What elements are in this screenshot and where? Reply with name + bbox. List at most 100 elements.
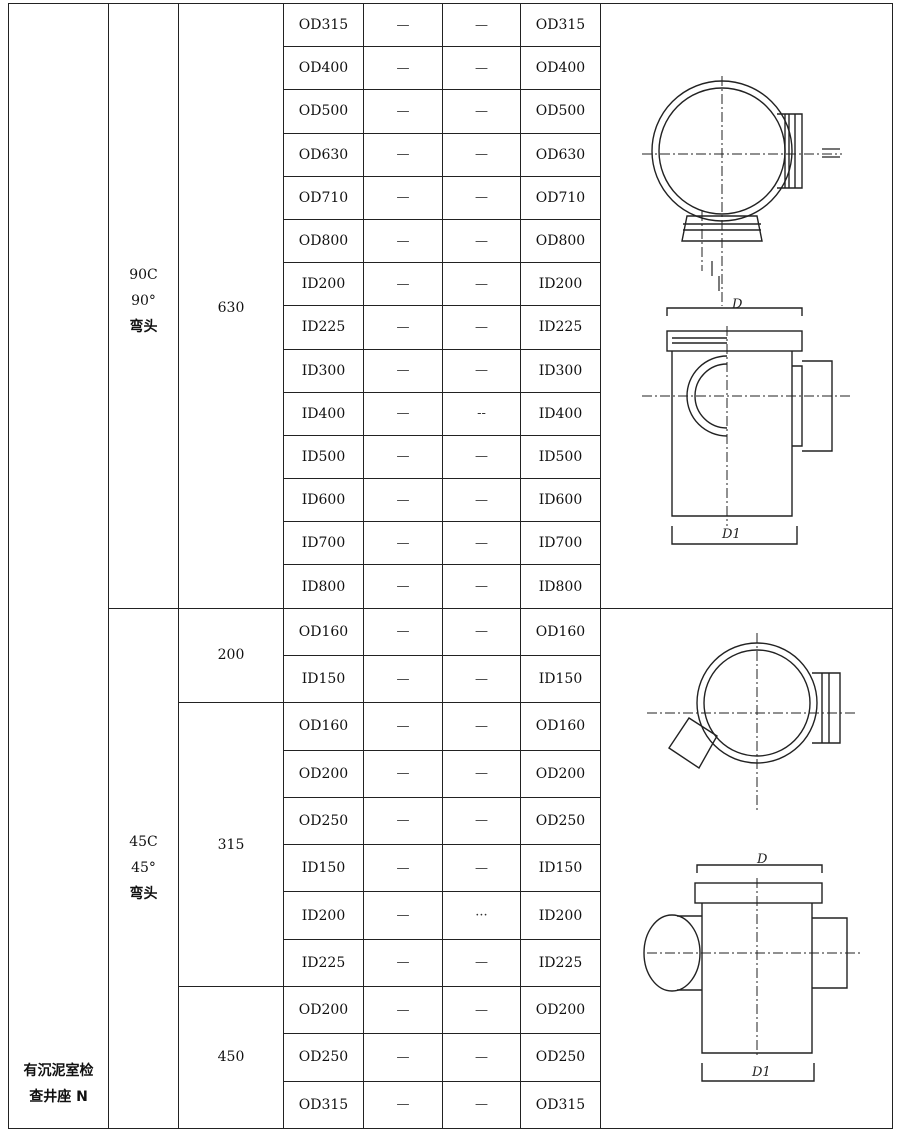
spec-b-cell: — <box>363 891 443 940</box>
spec-d-cell: OD710 <box>520 175 601 220</box>
spec-a-cell: ID225 <box>283 305 364 350</box>
spec-a-cell: ID800 <box>283 564 364 609</box>
spec-a-cell: ID225 <box>283 938 364 988</box>
spec-b-cell: — <box>363 305 443 350</box>
spec-c-cell: — <box>442 844 521 893</box>
table-row: OD250——OD250 <box>9 796 893 846</box>
spec-d-cell: ID200 <box>520 891 601 940</box>
spec-a-cell: OD315 <box>283 2 364 48</box>
spec-d-cell: ID225 <box>520 938 601 988</box>
size-cell: 315 <box>178 702 284 987</box>
spec-a-cell: ID200 <box>283 262 364 307</box>
spec-b-cell: — <box>363 1080 443 1129</box>
spec-d-cell: OD500 <box>520 89 601 134</box>
spec-d-cell: OD315 <box>520 2 601 48</box>
spec-a-cell: OD200 <box>283 749 364 798</box>
spec-b-cell: — <box>363 132 443 177</box>
spec-d-cell: ID400 <box>520 391 601 436</box>
spec-c-cell: — <box>442 1033 521 1082</box>
spec-d-cell: OD200 <box>520 985 601 1035</box>
elbow-45-drawing: D D1 <box>642 633 862 1082</box>
spec-d-cell: ID800 <box>520 564 601 609</box>
table-row: OD710——OD710 <box>9 175 893 220</box>
spec-c-cell: — <box>442 175 521 220</box>
spec-c-cell: — <box>442 749 521 798</box>
spec-a-cell: ID150 <box>283 844 364 893</box>
category-cell: 有沉泥室检查井座 N <box>8 3 109 1129</box>
spec-c-cell: — <box>442 564 521 609</box>
spec-b-cell: — <box>363 985 443 1035</box>
spec-a-cell: ID600 <box>283 478 364 523</box>
figure-cell: D D1 <box>600 3 893 609</box>
spec-b-cell: — <box>363 654 443 704</box>
spec-b-cell: — <box>363 607 443 656</box>
table-row: ID800——ID800 <box>9 564 893 609</box>
spec-b-cell: — <box>363 749 443 798</box>
spec-a-cell: ID700 <box>283 521 364 566</box>
table-row: ID150——ID150 <box>9 844 893 893</box>
spec-d-cell: OD800 <box>520 218 601 264</box>
spec-b-cell: — <box>363 89 443 134</box>
table-row: ID400—--ID400 <box>9 391 893 436</box>
spec-c-cell: — <box>442 654 521 704</box>
spec-b-cell: — <box>363 391 443 436</box>
spec-a-cell: ID400 <box>283 391 364 436</box>
spec-a-cell: ID200 <box>283 891 364 940</box>
spec-c-cell: — <box>442 1080 521 1129</box>
table-row: ID200——ID200 <box>9 262 893 307</box>
spec-b-cell: — <box>363 175 443 220</box>
dimension-d-label: D <box>731 297 743 312</box>
spec-b-cell: — <box>363 2 443 48</box>
table-row: ID225——ID225 <box>9 305 893 350</box>
figure-cell: D D1 <box>600 607 893 1129</box>
fitting-type-name: 弯头 <box>129 319 158 335</box>
spec-c-cell: — <box>442 938 521 988</box>
spec-a-cell: OD315 <box>283 1080 364 1129</box>
fitting-type-angle: 90° <box>131 293 156 309</box>
spec-d-cell: OD250 <box>520 1033 601 1082</box>
dimension-d1-label: D1 <box>721 527 741 542</box>
spec-d-cell: OD160 <box>520 607 601 656</box>
spec-a-cell: OD400 <box>283 46 364 91</box>
fitting-type-angle: 45° <box>131 860 156 877</box>
table-row: OD400——OD400 <box>9 46 893 91</box>
category-line: 有沉泥室检 <box>23 1062 94 1079</box>
spec-b-cell: — <box>363 796 443 846</box>
spec-c-cell: — <box>442 218 521 264</box>
spec-c-cell: — <box>442 305 521 350</box>
table-row: OD250——OD250 <box>9 1033 893 1082</box>
spec-d-cell: ID200 <box>520 262 601 307</box>
spec-b-cell: — <box>363 564 443 609</box>
size-cell: 630 <box>178 3 284 609</box>
spec-b-cell: — <box>363 478 443 523</box>
spec-b-cell: — <box>363 46 443 91</box>
spec-d-cell: OD160 <box>520 702 601 751</box>
spec-d-cell: OD200 <box>520 749 601 798</box>
spec-b-cell: — <box>363 702 443 751</box>
spec-a-cell: ID150 <box>283 654 364 704</box>
spec-d-cell: ID225 <box>520 305 601 350</box>
spec-d-cell: OD630 <box>520 132 601 177</box>
spec-a-cell: OD630 <box>283 132 364 177</box>
spec-b-cell: — <box>363 434 443 480</box>
spec-c-cell: ··· <box>442 891 521 940</box>
spec-a-cell: OD160 <box>283 702 364 751</box>
dimension-d-label: D <box>756 852 768 867</box>
spec-a-cell: ID500 <box>283 434 364 480</box>
spec-c-cell: — <box>442 89 521 134</box>
spec-a-cell: OD500 <box>283 89 364 134</box>
spec-a-cell: OD250 <box>283 796 364 846</box>
spec-a-cell: OD250 <box>283 1033 364 1082</box>
spec-d-cell: ID700 <box>520 521 601 566</box>
spec-d-cell: ID600 <box>520 478 601 523</box>
spec-a-cell: ID300 <box>283 348 364 393</box>
fitting-type-name: 弯头 <box>129 886 158 903</box>
spec-b-cell: — <box>363 262 443 307</box>
spec-c-cell: — <box>442 796 521 846</box>
spec-d-cell: OD315 <box>520 1080 601 1129</box>
